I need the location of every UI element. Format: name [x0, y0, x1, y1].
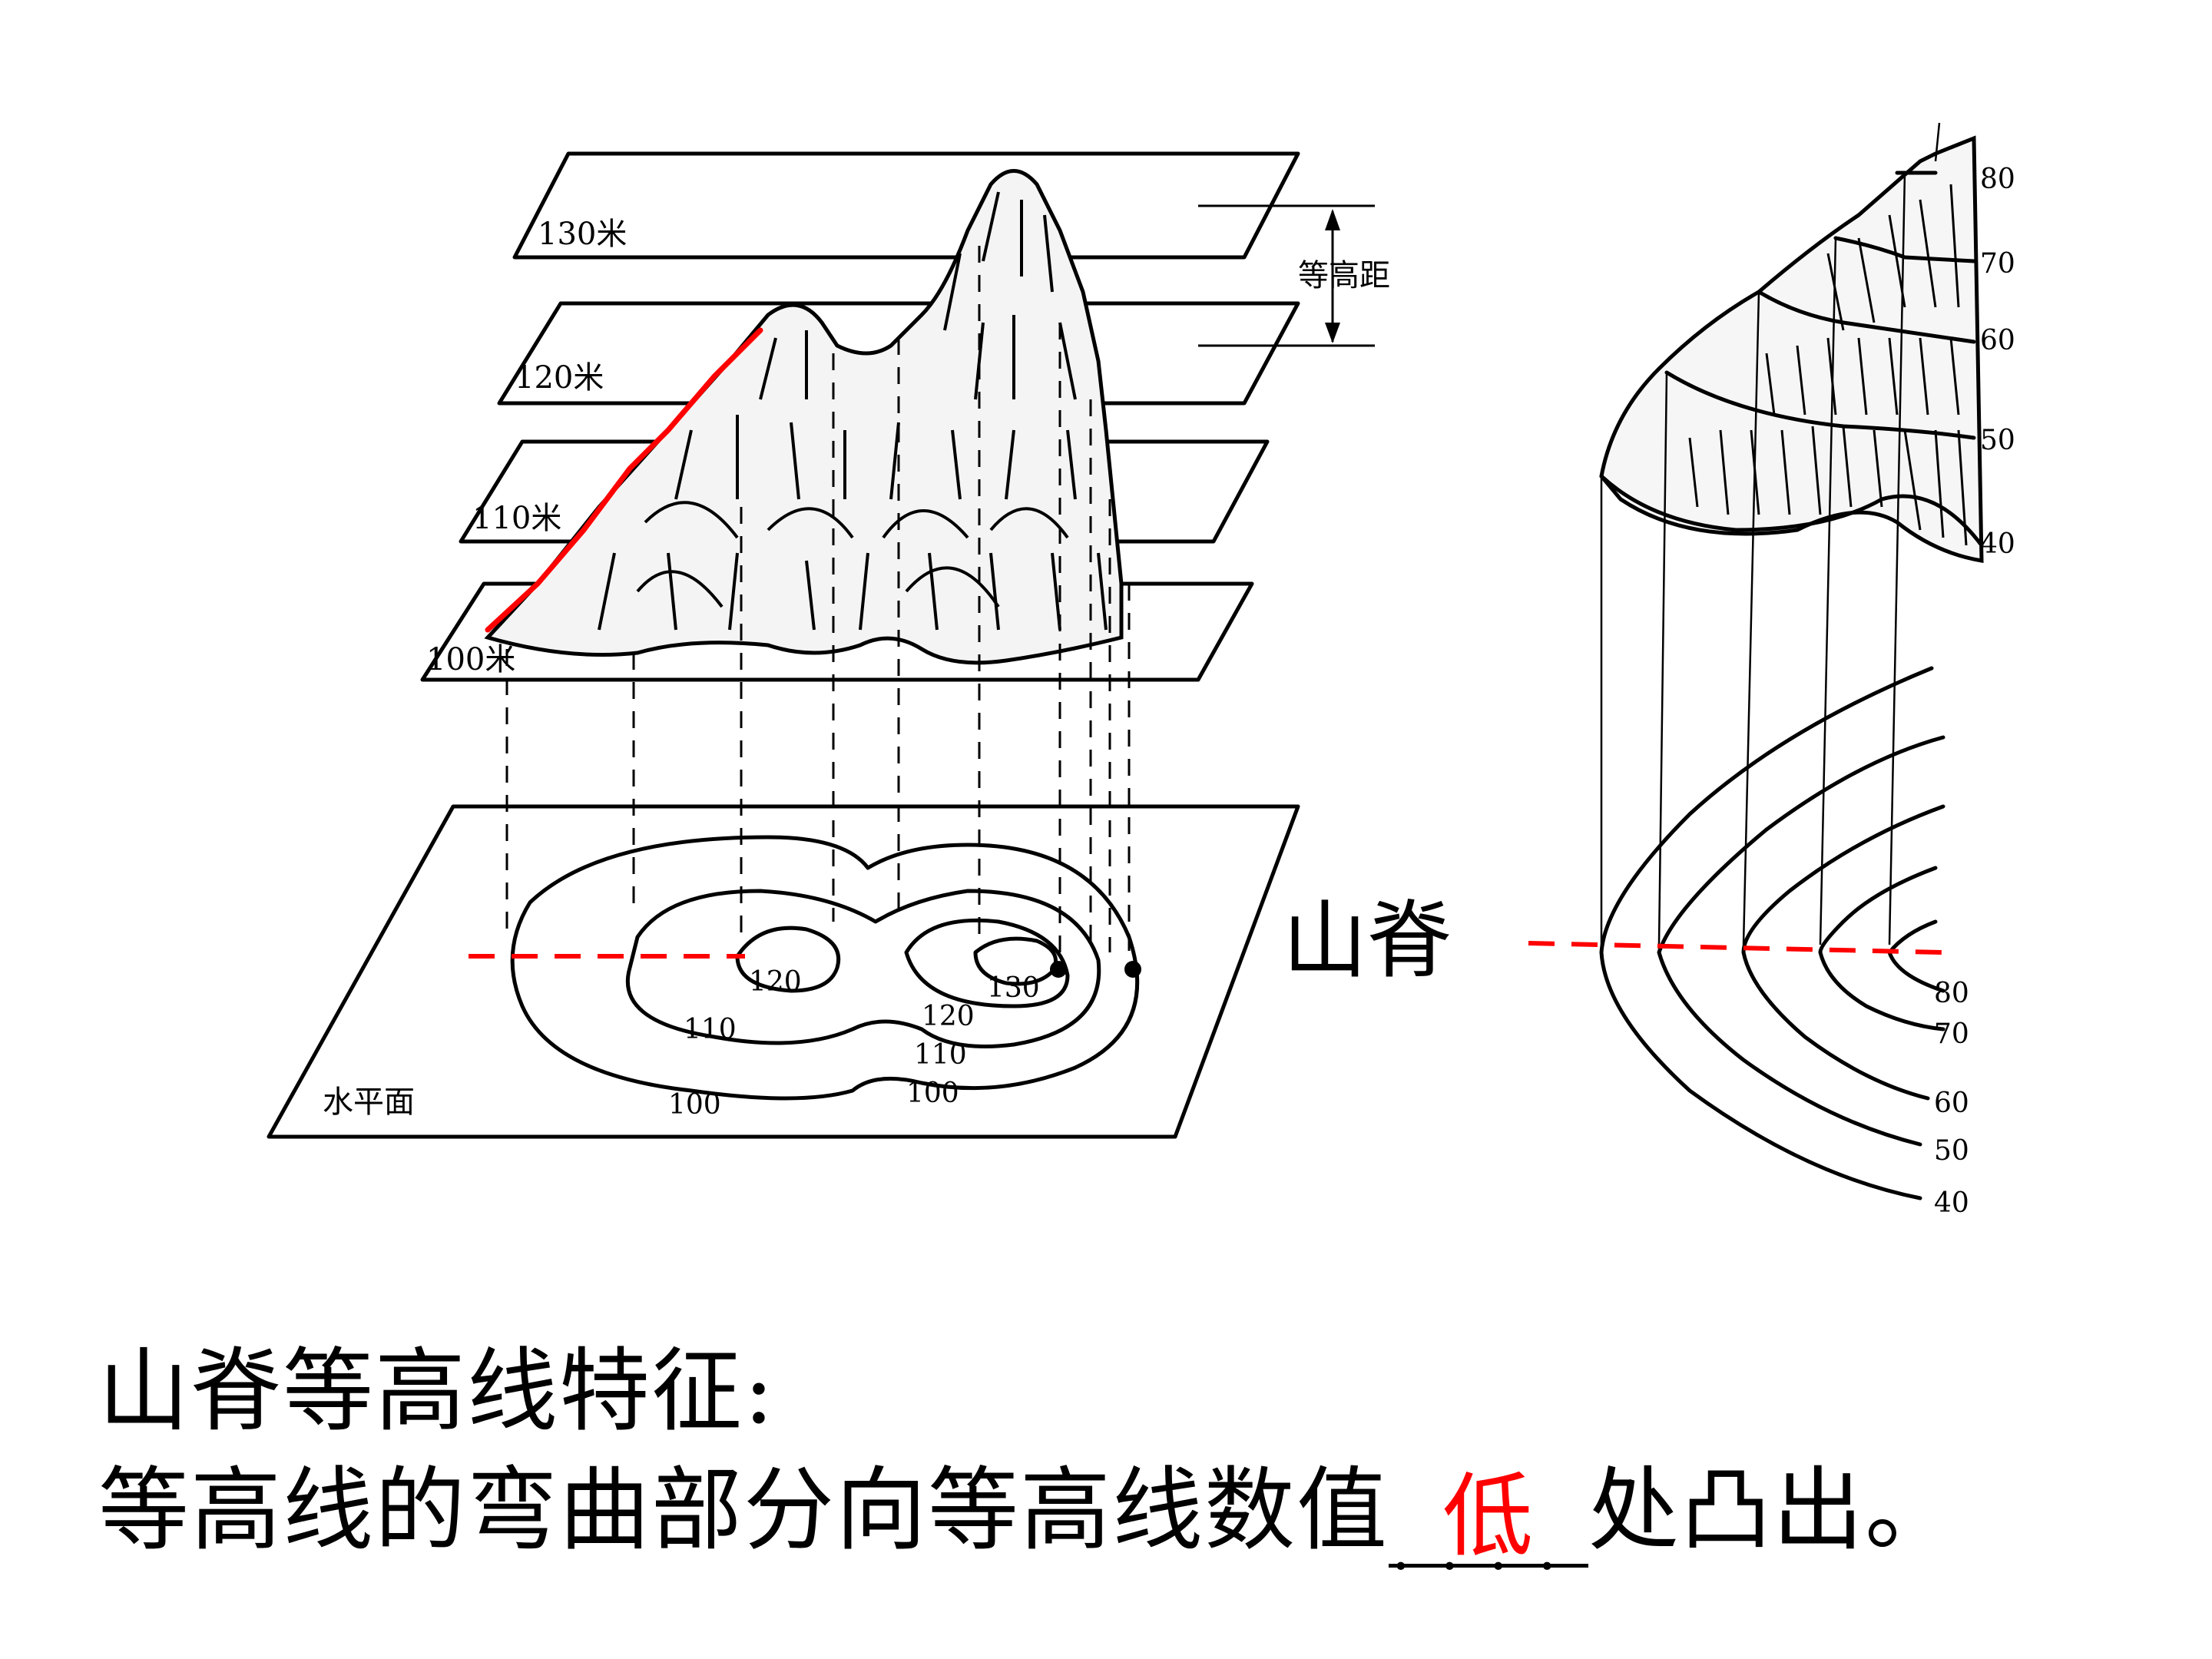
ridge-label: 山脊: [1283, 892, 1452, 990]
left-3d-contour-figure: 130米 120米 110米 100米 等高距 水平面 120 130 110 …: [267, 151, 1390, 1139]
mountain-silhouette: [484, 169, 1124, 665]
contour-value-label: 110: [914, 1039, 967, 1071]
interval-bracket: [1198, 204, 1375, 347]
contour-120-right: [904, 918, 1070, 1008]
plane-label-100: 100米: [426, 642, 515, 677]
contour-100: [510, 835, 1140, 1101]
contour-40: [1599, 666, 1934, 1200]
plane-label-130: 130米: [538, 217, 627, 252]
sentence-before: 等高线的弯曲部分向等高线数值: [98, 1457, 1389, 1563]
elevation-label: 60: [1934, 1088, 1969, 1119]
contour-value-label: 100: [906, 1078, 959, 1109]
elevation-label: 70: [1934, 1018, 1969, 1050]
plane-label-120: 120米: [515, 360, 604, 396]
contour-50: [1657, 735, 1945, 1147]
answer-blank: 低....: [1389, 1463, 1589, 1584]
base-plane-label: 水平面: [323, 1084, 415, 1120]
elevation-label: 80: [1980, 164, 2015, 195]
interval-label: 等高距: [1298, 258, 1390, 293]
sentence-after: 处凸出。: [1588, 1457, 1958, 1563]
contour-120-left: [735, 926, 840, 993]
description-sentence: 等高线的弯曲部分向等高线数值低....处凸出。: [98, 1436, 1958, 1584]
elevation-label: 50: [1934, 1135, 1969, 1167]
ridge-dashed-line-right: [1528, 941, 1944, 955]
contour-value-label: 120: [749, 966, 802, 998]
ridge-surface: [1599, 135, 1984, 563]
base-plane: [267, 804, 1300, 1139]
ridge-projection-lines: [1600, 122, 1941, 952]
elevation-label: 70: [1980, 248, 2015, 280]
peak-dot-130: [1050, 961, 1067, 978]
base-contours: [510, 835, 1140, 1101]
projection-lines: [505, 246, 1131, 968]
mountain-hatching: [598, 191, 1108, 631]
elevation-label: 60: [1980, 325, 2015, 356]
ridge-contours: [1599, 666, 1945, 1200]
contour-value-label: 110: [684, 1014, 737, 1045]
answer-text: 低: [1442, 1463, 1535, 1569]
contour-value-label: 100: [668, 1089, 721, 1121]
elevation-label: 50: [1980, 425, 2015, 456]
elevation-label: 40: [1934, 1187, 1969, 1219]
right-ridge-figure: 80 70 60 50 40 80 70 60 50 40: [1528, 122, 2015, 1219]
plane-label-110: 110米: [472, 501, 561, 536]
plane-130: [512, 151, 1300, 260]
emphasis-dots: ....: [1391, 1512, 1586, 1584]
elevation-label: 80: [1934, 978, 1969, 1009]
contour-70: [1818, 866, 1945, 1031]
contour-value-label: 130: [987, 972, 1040, 1004]
slope-highlight: [485, 327, 763, 633]
heading-text: 山脊等高线特征:: [98, 1338, 776, 1444]
contour-110: [625, 889, 1101, 1048]
ridge-hatching: [1688, 184, 1968, 546]
contour-value-label: 120: [922, 1001, 975, 1032]
peak-dot-outer: [1124, 961, 1141, 978]
contour-60: [1741, 804, 1945, 1101]
elevation-label: 40: [1980, 528, 2015, 560]
